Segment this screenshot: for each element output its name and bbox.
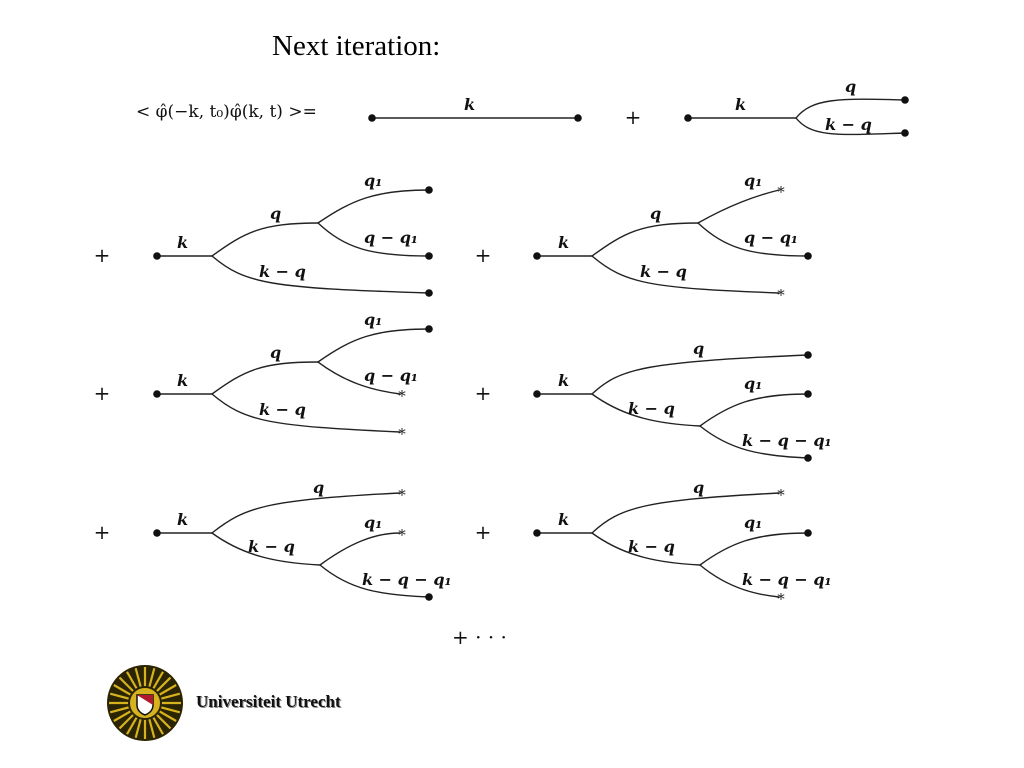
label-k-minus-q-minus-q1: k − q − q₁ bbox=[742, 570, 832, 589]
equation-lhs: < φ̂(−k, t₀)φ̂(k, t) >= bbox=[136, 102, 317, 122]
plus-sign: + bbox=[94, 243, 111, 267]
vertex-dots bbox=[153, 96, 909, 601]
label-q: q bbox=[313, 478, 324, 497]
university-name: Universiteit Utrecht bbox=[196, 692, 341, 711]
label-k: k bbox=[558, 371, 569, 390]
star-endpoint-icon: * bbox=[398, 486, 406, 504]
label-q-minus-q1: q − q₁ bbox=[744, 228, 798, 247]
star-endpoint-icon: * bbox=[398, 425, 406, 443]
label-q-minus-q1: q − q₁ bbox=[364, 366, 418, 385]
star-endpoints: * * * * * * * * bbox=[398, 183, 785, 608]
star-endpoint-icon: * bbox=[777, 486, 785, 504]
diagram-one-vertex bbox=[687, 98, 906, 136]
label-k: k bbox=[177, 510, 188, 529]
label-k-minus-q: k − q bbox=[628, 537, 675, 556]
label-q: q bbox=[270, 343, 281, 362]
diagram-r3-right bbox=[536, 492, 809, 598]
diagram-r3-left bbox=[156, 492, 430, 598]
label-q1: q₁ bbox=[364, 513, 382, 532]
label-q1: q₁ bbox=[364, 310, 382, 329]
plus-sign: + bbox=[625, 105, 642, 129]
label-k-minus-q: k − q bbox=[248, 537, 295, 556]
continuation-ellipsis: + · · · bbox=[452, 625, 507, 649]
plus-signs: + + + + + + + bbox=[94, 105, 642, 544]
star-endpoint-icon: * bbox=[398, 526, 406, 544]
label-k-minus-q: k − q bbox=[640, 262, 687, 281]
label-k: k bbox=[735, 95, 746, 114]
label-q1: q₁ bbox=[364, 171, 382, 190]
label-k-minus-q: k − q bbox=[825, 115, 872, 134]
label-k-minus-q-minus-q1: k − q − q₁ bbox=[362, 570, 452, 589]
diagram-r1-left bbox=[156, 189, 430, 294]
plus-sign: + bbox=[94, 381, 111, 405]
label-q1: q₁ bbox=[744, 513, 762, 532]
label-q: q bbox=[650, 204, 661, 223]
star-endpoint-icon: * bbox=[777, 286, 785, 304]
label-k: k bbox=[177, 233, 188, 252]
plus-sign: + bbox=[475, 520, 492, 544]
diagram-r2-right bbox=[536, 354, 809, 459]
label-k: k bbox=[464, 95, 475, 114]
university-seal-icon bbox=[107, 665, 183, 741]
star-endpoint-icon: * bbox=[777, 590, 785, 608]
label-q: q bbox=[270, 204, 281, 223]
slide-title: Next iteration: bbox=[272, 30, 441, 62]
label-k-minus-q-minus-q1: k − q − q₁ bbox=[742, 431, 832, 450]
label-k: k bbox=[558, 233, 569, 252]
label-k-minus-q: k − q bbox=[259, 400, 306, 419]
diagram-r1-right bbox=[536, 189, 809, 294]
label-q1: q₁ bbox=[744, 171, 762, 190]
star-endpoint-icon: * bbox=[777, 183, 785, 201]
label-k: k bbox=[558, 510, 569, 529]
label-k-minus-q: k − q bbox=[259, 262, 306, 281]
label-q: q bbox=[693, 339, 704, 358]
label-q: q bbox=[693, 478, 704, 497]
plus-sign: + bbox=[475, 243, 492, 267]
label-q1: q₁ bbox=[744, 374, 762, 393]
label-k: k bbox=[177, 371, 188, 390]
star-endpoint-icon: * bbox=[398, 387, 406, 405]
label-k-minus-q: k − q bbox=[628, 399, 675, 418]
plus-sign: + bbox=[94, 520, 111, 544]
momentum-labels: k k q k − q k q q₁ q − q₁ k − q k q q₁ q… bbox=[177, 77, 872, 589]
diagram-r2-left bbox=[156, 328, 430, 433]
label-q-minus-q1: q − q₁ bbox=[364, 228, 418, 247]
plus-sign: + bbox=[475, 381, 492, 405]
label-q: q bbox=[845, 77, 856, 96]
